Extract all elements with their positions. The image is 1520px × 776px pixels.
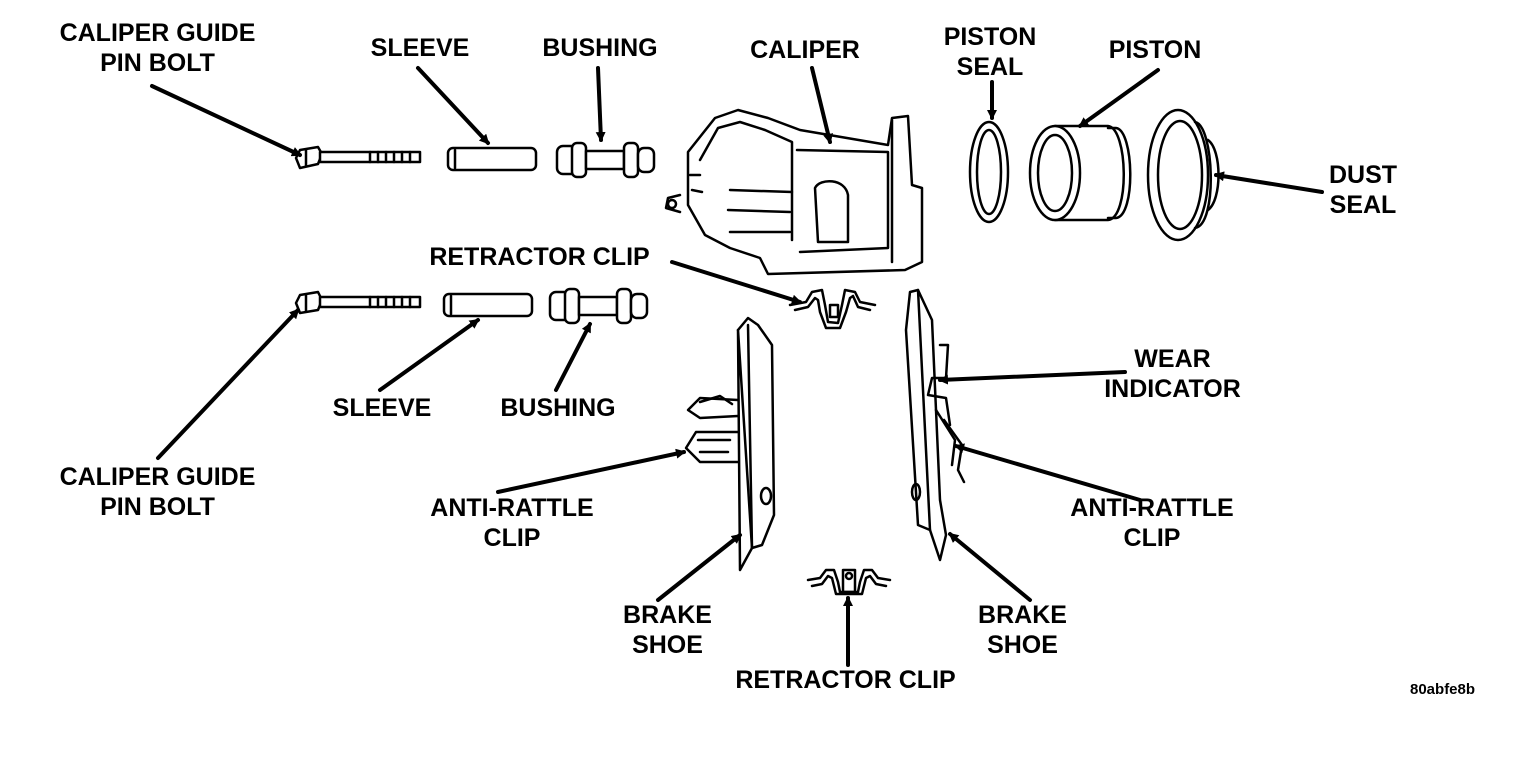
caliper-body xyxy=(664,108,924,276)
bushing-bottom xyxy=(548,287,649,325)
label-caliper-guide-pin-bolt-top: CALIPER GUIDE PIN BOLT xyxy=(59,19,256,77)
label-caliper-guide-pin-bolt-bottom: CALIPER GUIDE PIN BOLT xyxy=(59,463,256,521)
caliper-guide-pin-bolt-bottom xyxy=(294,290,422,315)
piston-seal xyxy=(968,120,1010,224)
label-wear-indicator: WEAR INDICATOR xyxy=(1104,345,1241,403)
brake-shoe-right xyxy=(904,288,966,562)
retractor-clip-bottom xyxy=(806,568,892,596)
arrow-dust-seal xyxy=(1214,171,1324,194)
arrow-bushing-bottom xyxy=(554,322,592,392)
arrow-guide-bolt-top xyxy=(150,84,302,157)
label-brake-shoe-left: BRAKE SHOE xyxy=(623,601,712,659)
label-sleeve-bottom: SLEEVE xyxy=(332,394,432,422)
label-piston: PISTON xyxy=(1108,36,1202,64)
piston xyxy=(1028,124,1132,222)
brake-shoe-left xyxy=(684,316,776,572)
arrow-brake-shoe-right xyxy=(948,532,1032,602)
label-piston-seal: PISTON SEAL xyxy=(943,23,1037,81)
label-bushing-bottom: BUSHING xyxy=(500,394,616,422)
arrow-sleeve-top xyxy=(416,66,490,145)
label-retractor-clip-bottom: RETRACTOR CLIP xyxy=(735,666,956,694)
label-retractor-clip-top: RETRACTOR CLIP xyxy=(429,243,650,271)
arrow-brake-shoe-left xyxy=(656,533,742,602)
arrow-piston xyxy=(1078,68,1160,128)
arrow-wear-indicator xyxy=(938,370,1127,385)
sleeve-bottom xyxy=(442,292,534,318)
arrow-anti-rattle-left xyxy=(496,448,686,494)
label-anti-rattle-clip-left: ANTI-RATTLE CLIP xyxy=(430,494,594,552)
label-sleeve-top: SLEEVE xyxy=(370,34,470,62)
arrow-sleeve-bottom xyxy=(378,318,480,392)
arrow-caliper xyxy=(810,66,833,144)
label-bushing-top: BUSHING xyxy=(542,34,658,62)
retractor-clip-top xyxy=(788,288,877,330)
arrow-bushing-top xyxy=(595,66,606,142)
dust-seal xyxy=(1146,108,1220,242)
label-brake-shoe-right: BRAKE SHOE xyxy=(978,601,1067,659)
label-dust-seal: DUST SEAL xyxy=(1328,161,1398,219)
bushing-top xyxy=(555,141,656,179)
arrow-guide-bolt-bottom xyxy=(156,308,300,460)
arrow-retractor-clip-top xyxy=(670,260,802,305)
label-caliper: CALIPER xyxy=(750,36,860,64)
label-anti-rattle-clip-right: ANTI-RATTLE CLIP xyxy=(1070,494,1234,552)
arrow-anti-rattle-right xyxy=(954,443,1142,502)
caliper-guide-pin-bolt-top xyxy=(294,145,422,170)
sleeve-top xyxy=(446,146,538,172)
figure-code: 80abfe8b xyxy=(1410,681,1476,698)
